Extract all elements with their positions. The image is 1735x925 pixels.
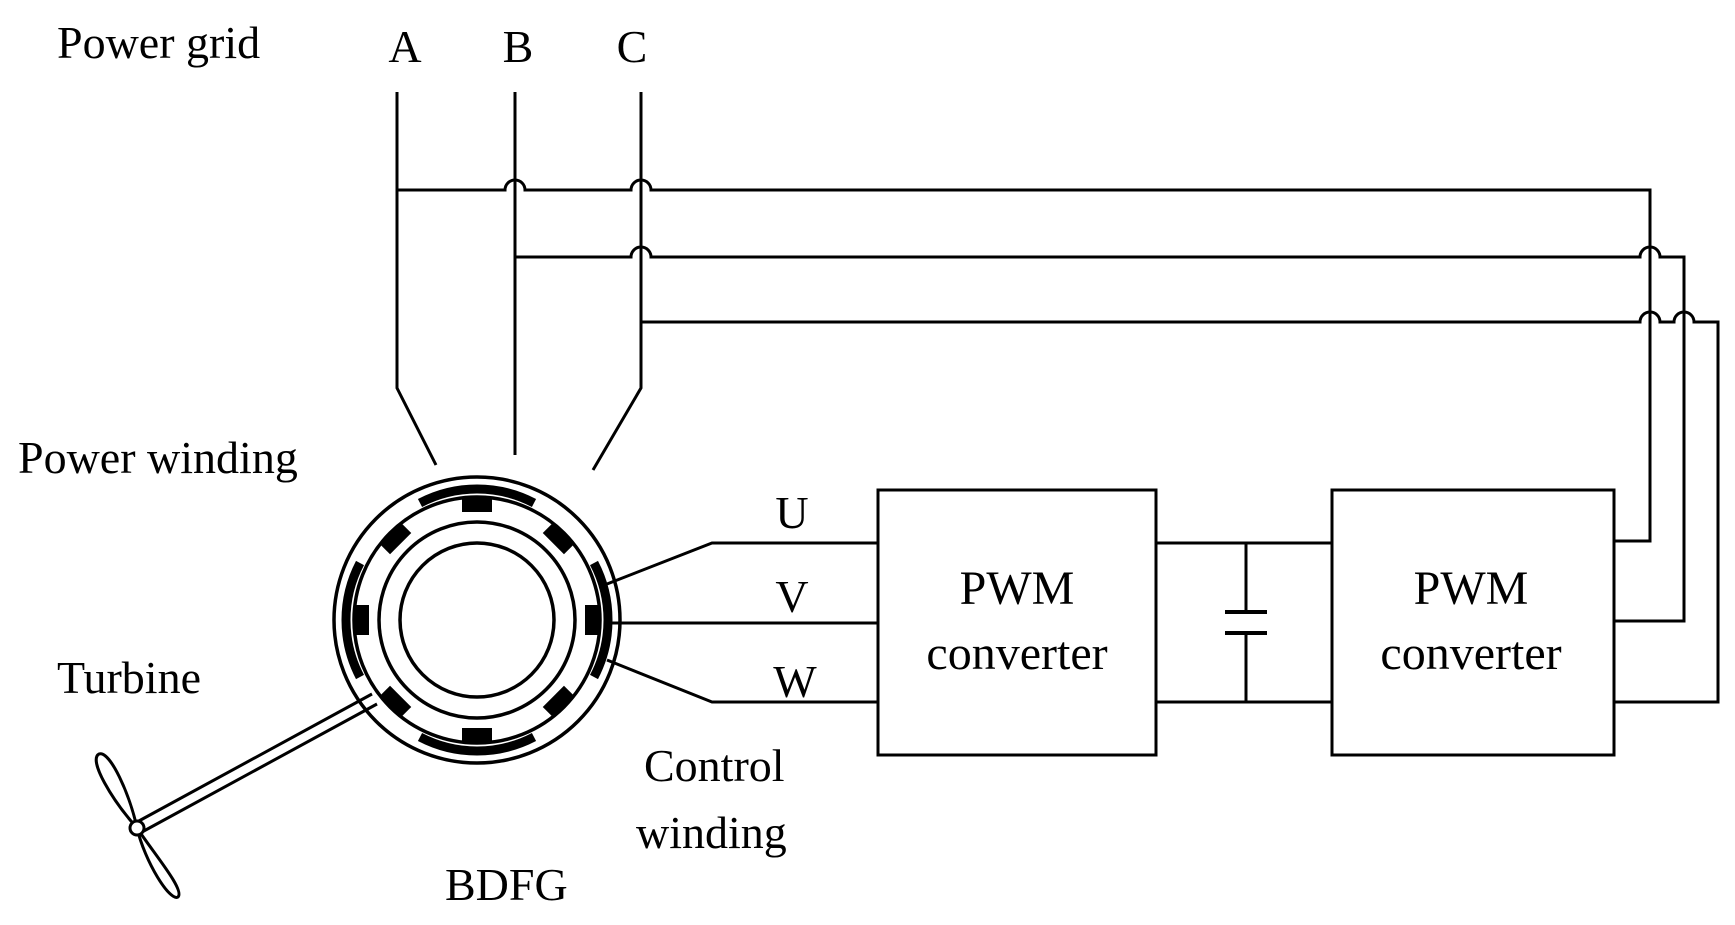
turbine-hub (128, 819, 146, 837)
winding-slot (542, 523, 574, 555)
turbine-blade-upper (94, 752, 140, 834)
bus-lines (397, 178, 1720, 704)
phase-u-label: U (775, 487, 808, 538)
winding-slot (355, 605, 369, 635)
power-winding-label: Power winding (18, 432, 298, 483)
phase-v-label: V (775, 571, 808, 622)
stator-winding-arc (417, 484, 537, 508)
winding-slot (462, 728, 492, 742)
bus-b-line (515, 245, 1686, 623)
power-grid-label: Power grid (57, 17, 260, 68)
converter-label-line2: converter (1380, 627, 1561, 680)
phase-w-line (606, 658, 878, 704)
converter-label-line2: converter (926, 627, 1107, 680)
phase-c-label: C (617, 21, 648, 72)
control-winding-label-line2: winding (636, 807, 787, 858)
phase-w-label: W (773, 656, 817, 707)
stator-outer-circle (332, 475, 622, 765)
phase-a-line (395, 92, 438, 466)
winding-slot (462, 498, 492, 512)
phase-c-line (591, 92, 643, 471)
converter-box (876, 488, 1158, 757)
rotor-inner-circle (398, 541, 556, 699)
pwm-converter-rotor-side: PWM converter (876, 488, 1158, 757)
phase-a-label: A (388, 21, 421, 72)
grid-phase-lines (395, 92, 643, 471)
turbine-label: Turbine (57, 652, 201, 703)
dc-link (1156, 541, 1332, 704)
bdfg-generator (332, 475, 622, 765)
stator-winding-arc (589, 560, 613, 680)
bus-a-line (397, 178, 1652, 543)
winding-slots (341, 484, 613, 756)
bus-c-line (641, 310, 1720, 704)
stator-inner-circle (352, 495, 602, 745)
turbine-shaft (136, 692, 373, 824)
bdfg-label: BDFG (445, 859, 568, 910)
rotor-outer-circle (377, 520, 577, 720)
pwm-converter-grid-side: PWM converter (1330, 488, 1616, 757)
phase-u-line (606, 541, 878, 586)
control-winding-label-line1: Control (644, 740, 785, 791)
phase-b-label: B (503, 21, 534, 72)
converter-box (1330, 488, 1616, 757)
winding-slot (542, 685, 574, 717)
turbine (94, 692, 378, 899)
winding-slot (380, 523, 412, 555)
converter-label-line1: PWM (960, 562, 1075, 615)
turbine-shaft (141, 702, 378, 834)
stator-winding-arc (417, 732, 537, 756)
stator-winding-arc (341, 560, 365, 680)
winding-slot (380, 685, 412, 717)
control-winding-leads (606, 541, 878, 704)
turbine-blade-lower (135, 827, 181, 899)
winding-slot (585, 605, 599, 635)
converter-label-line1: PWM (1414, 562, 1529, 615)
